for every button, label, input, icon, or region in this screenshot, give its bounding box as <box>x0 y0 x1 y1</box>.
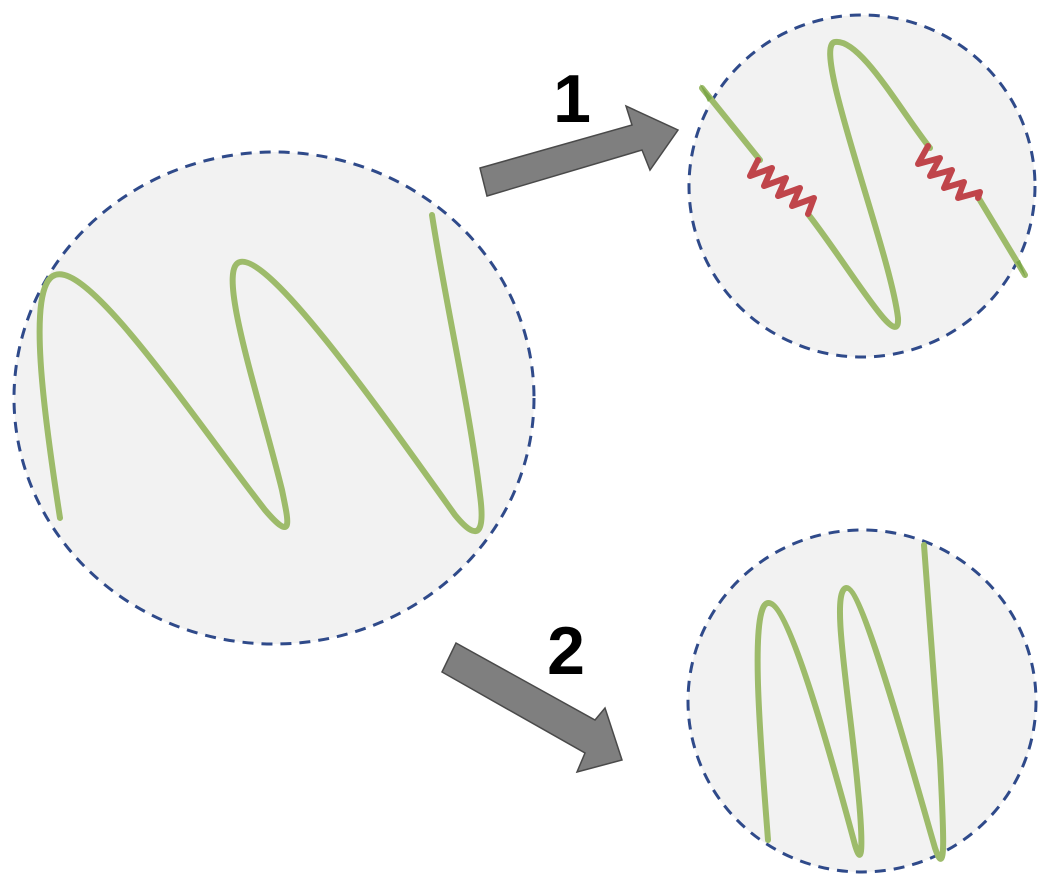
arrow-1-shape <box>479 104 680 197</box>
step-1-label: 1 <box>553 61 591 137</box>
original-chain-boundary <box>12 150 536 646</box>
step-2-label: 2 <box>547 613 585 689</box>
stretched-chain-end-bottom <box>1016 260 1026 278</box>
stretched-chain-end-top <box>700 84 712 102</box>
compressed-chain-panel <box>686 528 1038 874</box>
arrow-2-shape <box>441 641 623 774</box>
left-spring-icon <box>747 157 817 217</box>
arrow-1: 1 <box>479 61 680 197</box>
stretched-chain-panel <box>687 13 1037 359</box>
original-chain-line <box>36 212 485 534</box>
original-chain-panel <box>12 150 536 646</box>
right-spring-icon <box>915 143 983 201</box>
arrow-2: 2 <box>441 613 623 774</box>
compressed-chain-line <box>754 542 947 862</box>
compressed-chain-boundary <box>686 528 1038 874</box>
